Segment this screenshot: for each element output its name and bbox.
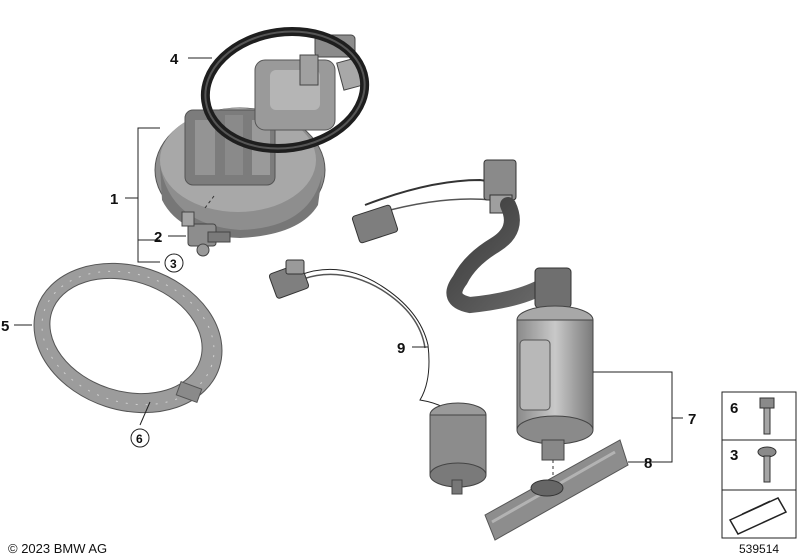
callout-9: 9 [397,340,405,357]
legend-row-3-label: 3 [730,447,738,464]
level-sensor [268,259,487,495]
callout-4: 4 [170,51,179,68]
callout-6: 6 [136,432,143,446]
callout-7: 7 [688,411,696,428]
orientation-arrow-icon [728,497,788,535]
callout-1: 1 [110,191,118,208]
mounting-ring [33,262,223,414]
callout-2: 2 [154,229,162,246]
small-parts-legend: 6 3 [721,391,797,539]
callout-5: 5 [1,318,9,335]
small-bracket [181,195,231,257]
screw-3-icon [757,446,777,483]
image-number: 539514 [739,542,780,556]
callout-3: 3 [170,257,177,271]
seal-ring [200,26,370,154]
legend-row-6-label: 6 [730,400,738,417]
bolt-6-icon [759,397,775,435]
strainer-plate [484,439,629,541]
copyright-text: © 2023 BMW AG [8,541,108,556]
leader-lines [14,57,683,463]
pump-unit [351,159,594,478]
callout-8: 8 [644,455,652,472]
callout-6-circle: 6 [130,428,150,448]
callout-3-circle: 3 [164,253,184,273]
